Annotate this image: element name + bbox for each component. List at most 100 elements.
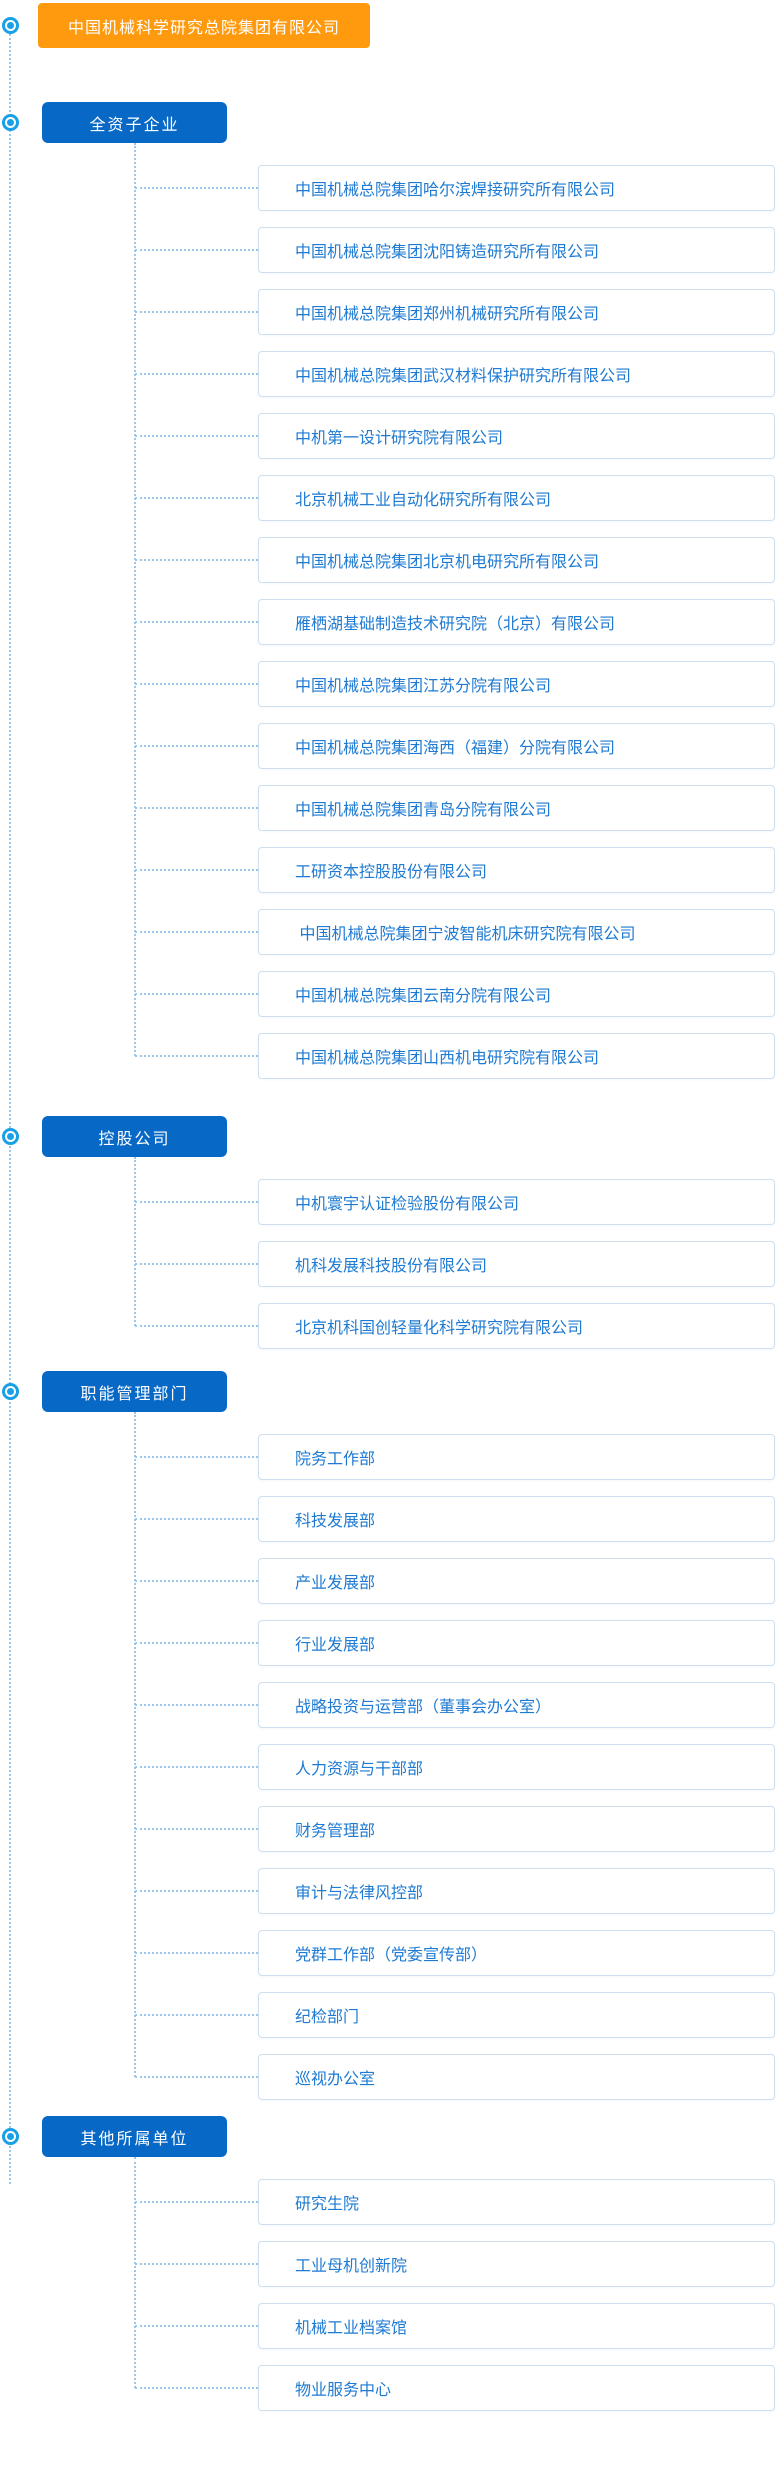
org-node-row: 中国机械总院集团江苏分院有限公司 xyxy=(135,661,779,707)
tree-connector-hline xyxy=(135,869,258,871)
org-node[interactable]: 纪检部门 xyxy=(258,1992,775,2038)
org-node-label: 中国机械总院集团哈尔滨焊接研究所有限公司 xyxy=(295,182,616,199)
tree-connector-hline xyxy=(135,2263,258,2265)
org-node-label: 中机寰宇认证检验股份有限公司 xyxy=(295,1196,520,1213)
org-node[interactable]: 物业服务中心 xyxy=(258,2365,775,2411)
org-section: 职能管理部门 院务工作部 科技发展部 产业发展部 行业发展部 战略投资与运营部（ xyxy=(0,1371,779,2100)
org-node[interactable]: 北京机械工业自动化研究所有限公司 xyxy=(258,475,775,521)
org-node[interactable]: 巡视办公室 xyxy=(258,2054,775,2100)
org-node-label: 中机第一设计研究院有限公司 xyxy=(295,430,504,447)
org-node-row: 院务工作部 xyxy=(135,1434,779,1480)
org-node-label: 中国机械总院集团北京机电研究所有限公司 xyxy=(295,554,600,571)
org-node[interactable]: 机科发展科技股份有限公司 xyxy=(258,1241,775,1287)
org-node-row: 中国机械总院集团哈尔滨焊接研究所有限公司 xyxy=(135,165,779,211)
section-header-label: 其他所属单位 xyxy=(80,2130,189,2148)
tree-connector-hline xyxy=(135,1952,258,1954)
org-node-label: 雁栖湖基础制造技术研究院（北京）有限公司 xyxy=(295,616,616,633)
org-node[interactable]: 审计与法律风控部 xyxy=(258,1868,775,1914)
root-row: 中国机械科学研究总院集团有限公司 xyxy=(0,3,779,48)
section-header-0[interactable]: 全资子企业 xyxy=(42,102,227,143)
org-node[interactable]: 工业母机创新院 xyxy=(258,2241,775,2287)
org-node[interactable]: 行业发展部 xyxy=(258,1620,775,1666)
tree-connector-hline xyxy=(135,745,258,747)
org-node-row: 科技发展部 xyxy=(135,1496,779,1542)
section-header-1[interactable]: 控股公司 xyxy=(42,1116,227,1157)
tree-connector-hline xyxy=(135,1890,258,1892)
org-node[interactable]: 中国机械总院集团武汉材料保护研究所有限公司 xyxy=(258,351,775,397)
radio-dot xyxy=(7,22,14,29)
org-node-label: 财务管理部 xyxy=(295,1823,376,1840)
org-node-row: 北京机科国创轻量化科学研究院有限公司 xyxy=(135,1303,779,1349)
radio-dot xyxy=(7,1388,14,1395)
tree-connector-hline xyxy=(135,311,258,313)
org-node[interactable]: 中国机械总院集团江苏分院有限公司 xyxy=(258,661,775,707)
tree-connector-hline xyxy=(135,2387,258,2389)
section-children: 中机寰宇认证检验股份有限公司 机科发展科技股份有限公司 北京机科国创轻量化科学研… xyxy=(134,1157,779,1349)
org-node[interactable]: 北京机科国创轻量化科学研究院有限公司 xyxy=(258,1303,775,1349)
org-node[interactable]: 中国机械总院集团山西机电研究院有限公司 xyxy=(258,1033,775,1079)
org-node-label: 行业发展部 xyxy=(295,1637,376,1654)
org-node-row: 纪检部门 xyxy=(135,1992,779,2038)
org-node[interactable]: 财务管理部 xyxy=(258,1806,775,1852)
org-node[interactable]: 中国机械总院集团沈阳铸造研究所有限公司 xyxy=(258,227,775,273)
org-node-label: 中国机械总院集团云南分院有限公司 xyxy=(295,988,552,1005)
org-node[interactable]: 中国机械总院集团云南分院有限公司 xyxy=(258,971,775,1017)
org-node[interactable]: 人力资源与干部部 xyxy=(258,1744,775,1790)
org-node-label: 中国机械总院集团海西（福建）分院有限公司 xyxy=(295,740,616,757)
org-node-row: 中国机械总院集团郑州机械研究所有限公司 xyxy=(135,289,779,335)
org-node-label: 战略投资与运营部（董事会办公室） xyxy=(295,1699,552,1716)
org-node[interactable]: 战略投资与运营部（董事会办公室） xyxy=(258,1682,775,1728)
tree-connector-hline xyxy=(135,621,258,623)
tree-connector-vline xyxy=(134,1157,136,1326)
org-node-label: 机械工业档案馆 xyxy=(295,2320,408,2337)
org-node[interactable]: 研究生院 xyxy=(258,2179,775,2225)
section-header-3[interactable]: 其他所属单位 xyxy=(42,2116,227,2157)
org-node-label: 产业发展部 xyxy=(295,1575,376,1592)
org-node[interactable]: 工研资本控股股份有限公司 xyxy=(258,847,775,893)
org-node[interactable]: 中机寰宇认证检验股份有限公司 xyxy=(258,1179,775,1225)
org-node[interactable]: 院务工作部 xyxy=(258,1434,775,1480)
root-node-label: 中国机械科学研究总院集团有限公司 xyxy=(67,19,340,37)
org-node-row: 工业母机创新院 xyxy=(135,2241,779,2287)
org-node-row: 工研资本控股股份有限公司 xyxy=(135,847,779,893)
org-node-row: 中机寰宇认证检验股份有限公司 xyxy=(135,1179,779,1225)
tree-connector-hline xyxy=(135,1055,258,1057)
org-node-row: 研究生院 xyxy=(135,2179,779,2225)
org-node[interactable]: 中机第一设计研究院有限公司 xyxy=(258,413,775,459)
section-radio-icon xyxy=(2,2128,19,2145)
tree-connector-vline xyxy=(134,143,136,1056)
org-node[interactable]: 中国机械总院集团郑州机械研究所有限公司 xyxy=(258,289,775,335)
org-section: 控股公司 中机寰宇认证检验股份有限公司 机科发展科技股份有限公司 北京机科国创轻… xyxy=(0,1116,779,1349)
tree-connector-hline xyxy=(135,2201,258,2203)
org-node[interactable]: 科技发展部 xyxy=(258,1496,775,1542)
org-node[interactable]: 机械工业档案馆 xyxy=(258,2303,775,2349)
org-node[interactable]: 中国机械总院集团哈尔滨焊接研究所有限公司 xyxy=(258,165,775,211)
org-node-row: 中国机械总院集团北京机电研究所有限公司 xyxy=(135,537,779,583)
org-node-row: 物业服务中心 xyxy=(135,2365,779,2411)
section-row: 控股公司 xyxy=(0,1116,779,1157)
tree-connector-hline xyxy=(135,1201,258,1203)
tree-connector-hline xyxy=(135,497,258,499)
org-node[interactable]: 党群工作部（党委宣传部） xyxy=(258,1930,775,1976)
radio-dot xyxy=(7,119,14,126)
org-node[interactable]: 中国机械总院集团北京机电研究所有限公司 xyxy=(258,537,775,583)
org-node-label: 人力资源与干部部 xyxy=(295,1761,424,1778)
org-node[interactable]: 雁栖湖基础制造技术研究院（北京）有限公司 xyxy=(258,599,775,645)
root-node[interactable]: 中国机械科学研究总院集团有限公司 xyxy=(38,3,370,48)
org-node-row: 机科发展科技股份有限公司 xyxy=(135,1241,779,1287)
root-radio-icon xyxy=(2,17,19,34)
org-node-label: 纪检部门 xyxy=(295,2009,360,2026)
org-node-label: 机科发展科技股份有限公司 xyxy=(295,1258,488,1275)
section-header-2[interactable]: 职能管理部门 xyxy=(42,1371,227,1412)
org-node-label: 研究生院 xyxy=(295,2196,360,2213)
org-node[interactable]: 产业发展部 xyxy=(258,1558,775,1604)
org-node-row: 战略投资与运营部（董事会办公室） xyxy=(135,1682,779,1728)
tree-connector-hline xyxy=(135,1263,258,1265)
org-node[interactable]: 中国机械总院集团宁波智能机床研究院有限公司 xyxy=(258,909,775,955)
org-node-row: 党群工作部（党委宣传部） xyxy=(135,1930,779,1976)
org-node-label: 审计与法律风控部 xyxy=(295,1885,424,1902)
radio-dot xyxy=(7,1133,14,1140)
org-node[interactable]: 中国机械总院集团海西（福建）分院有限公司 xyxy=(258,723,775,769)
org-node[interactable]: 中国机械总院集团青岛分院有限公司 xyxy=(258,785,775,831)
tree-connector-vline xyxy=(134,2157,136,2388)
